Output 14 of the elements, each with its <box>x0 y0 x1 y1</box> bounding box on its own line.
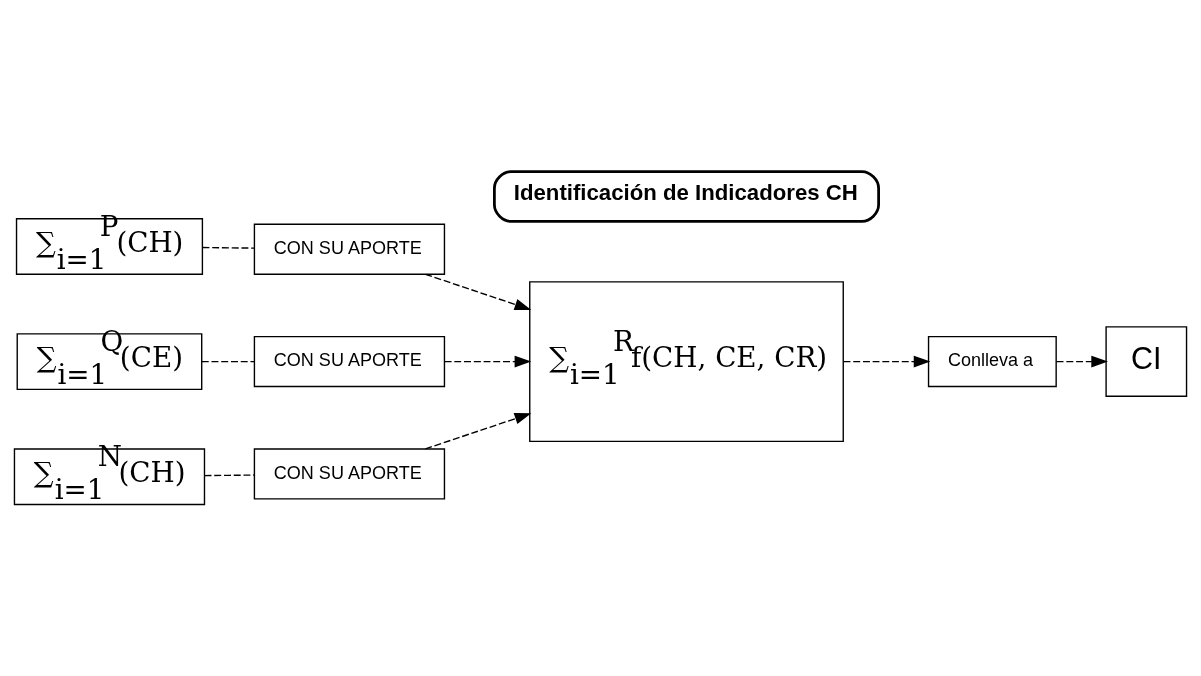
connector <box>203 474 255 477</box>
connector <box>201 360 255 363</box>
arrow <box>424 273 532 311</box>
node-box: Conlleva a <box>927 335 1057 388</box>
arrow <box>424 413 532 450</box>
node-box: Identificación de Indicadores CH <box>493 170 880 223</box>
node-box: CI <box>1105 326 1188 397</box>
arrow <box>1055 355 1108 368</box>
node-box: CON SU APORTE <box>253 448 446 500</box>
connector <box>201 246 255 249</box>
arrow <box>842 355 931 368</box>
node-box: CON SU APORTE <box>253 223 446 275</box>
arrow <box>444 355 532 368</box>
node-box: CON SU APORTE <box>253 335 446 388</box>
